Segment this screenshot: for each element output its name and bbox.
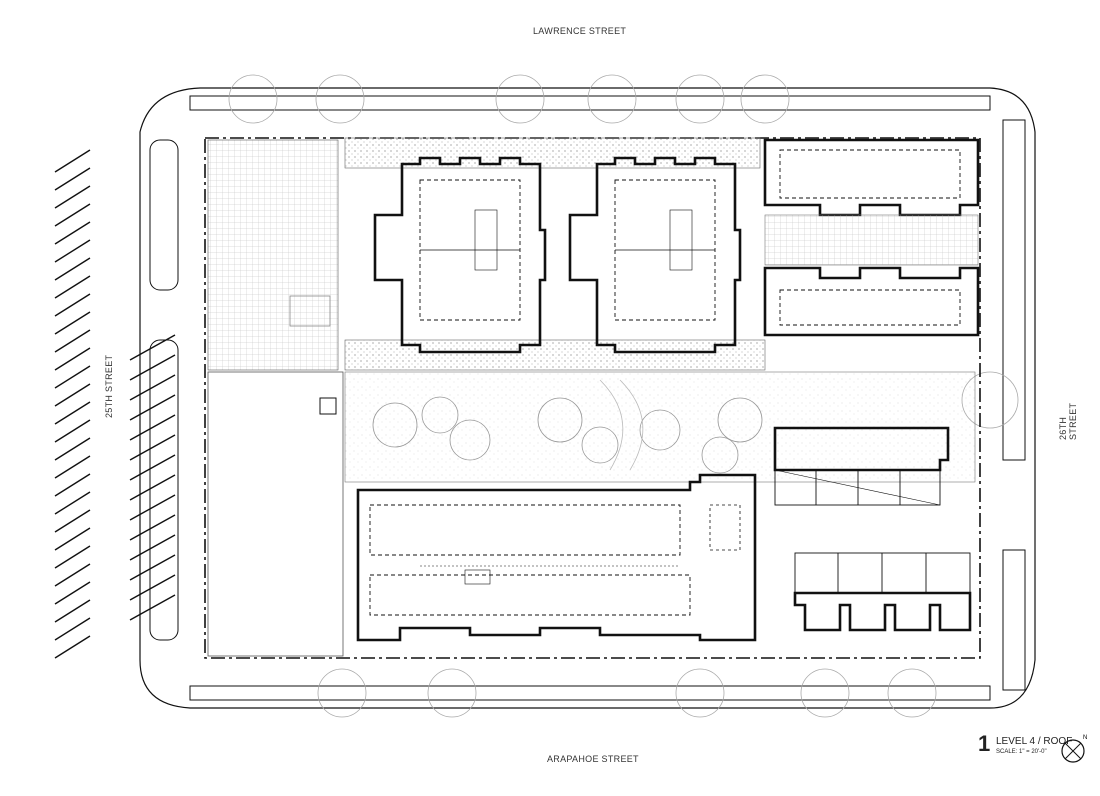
building-north-2 [568, 156, 742, 354]
street-curbs [139, 87, 1036, 709]
townhomes-lower [793, 552, 972, 632]
west-open-area [207, 371, 344, 657]
building-north-east-lower [763, 266, 980, 337]
sheet-scale: SCALE: 1" = 20'-0" [996, 749, 1047, 755]
townhomes-upper [773, 426, 950, 506]
street-label-north: LAWRENCE STREET [533, 26, 627, 36]
street-label-south: ARAPAHOE STREET [547, 754, 639, 764]
building-north-east-upper [763, 138, 980, 217]
plaza-element [289, 295, 331, 327]
building-south-bar [356, 473, 757, 642]
sheet-title: LEVEL 4 / ROOF [996, 736, 1073, 747]
building-north-1 [373, 156, 547, 354]
courtyard-trees [372, 379, 763, 474]
plaza-paving [207, 139, 339, 371]
parking-stripes [54, 149, 176, 659]
sheet-number: 1 [978, 731, 991, 756]
north-label: N [1083, 735, 1087, 741]
north-arrow-icon: N [1061, 735, 1087, 763]
east-link [764, 214, 979, 266]
utility-box [319, 397, 337, 415]
